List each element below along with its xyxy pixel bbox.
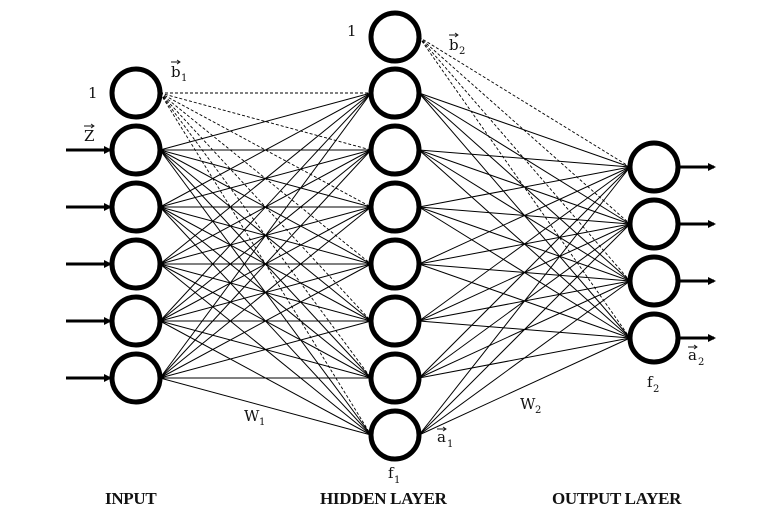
weight-edge — [418, 223, 631, 436]
hidden-node — [368, 294, 422, 348]
bias-edge — [159, 92, 372, 322]
output-layer-title: OUTPUT LAYER — [552, 489, 682, 508]
input-node — [109, 123, 163, 177]
a1-label: a 1 — [437, 426, 453, 450]
vector-arrow-icon — [84, 123, 95, 129]
bias-edge — [418, 36, 631, 168]
weight-edge — [159, 263, 372, 379]
hidden-node — [368, 180, 422, 234]
f2-subscript: 2 — [653, 384, 659, 395]
w2-subscript: 2 — [535, 405, 541, 416]
b1-subscript: 1 — [181, 73, 187, 84]
edges-group — [159, 36, 631, 436]
nodes-group — [109, 10, 681, 462]
f2-label: f 2 — [647, 373, 659, 395]
b2-letter: b — [449, 36, 459, 54]
vector-arrow-icon — [437, 426, 447, 432]
weight-edge — [418, 280, 631, 436]
input-node — [109, 180, 163, 234]
w1-letter: W — [244, 407, 260, 425]
weight-edge — [418, 166, 631, 322]
f1-subscript: 1 — [394, 475, 400, 486]
weight-edge — [418, 166, 631, 208]
input-vector-label: Z — [84, 123, 95, 145]
hidden-bias-vector-label: b 2 — [449, 32, 465, 57]
f1-letter: f — [388, 464, 395, 482]
vector-arrow-icon — [171, 59, 181, 65]
bias-edge — [159, 92, 372, 436]
input-bias-vector-label: b 1 — [171, 59, 187, 84]
input-layer-title: INPUT — [105, 489, 157, 508]
b1-letter: b — [171, 63, 181, 81]
hidden-node — [368, 408, 422, 462]
hidden-layer-title: HIDDEN LAYER — [320, 489, 448, 508]
bias-edge — [159, 92, 372, 265]
z-letter: Z — [84, 127, 94, 145]
a2-subscript: 2 — [698, 357, 704, 368]
w2-letter: W — [520, 395, 536, 413]
f2-letter: f — [647, 373, 654, 391]
input-bias-one-label: 1 — [88, 84, 98, 102]
b2-subscript: 2 — [459, 46, 465, 57]
bias-edge — [418, 36, 631, 225]
weight-edge — [418, 337, 631, 436]
hidden-bias-one-label: 1 — [347, 22, 357, 40]
weight-edge — [159, 377, 372, 436]
weight-edge — [159, 92, 372, 208]
vector-arrow-icon — [449, 32, 459, 38]
bias-edge — [159, 92, 372, 379]
a1-subscript: 1 — [447, 439, 453, 450]
input-node — [109, 294, 163, 348]
hidden-node — [368, 66, 422, 120]
weight-edge — [418, 166, 631, 436]
output-node — [627, 311, 681, 365]
bias-edge — [418, 36, 631, 282]
output-node — [627, 140, 681, 194]
hidden-bias-node — [368, 10, 422, 64]
w1-label: W 1 — [244, 407, 265, 428]
input-bias-node — [109, 66, 163, 120]
a2-letter: a — [688, 346, 697, 364]
output-node — [627, 254, 681, 308]
output-node — [627, 197, 681, 251]
hidden-node — [368, 237, 422, 291]
input-node — [109, 237, 163, 291]
w1-subscript: 1 — [259, 417, 265, 428]
w2-label: W 2 — [520, 395, 541, 416]
bias-edge — [418, 36, 631, 339]
a2-label: a 2 — [688, 344, 704, 368]
input-node — [109, 351, 163, 405]
a1-letter: a — [437, 428, 446, 446]
weight-edge — [418, 166, 631, 265]
vector-arrow-icon — [688, 344, 698, 350]
f1-label: f 1 — [388, 464, 400, 486]
arrows-group — [66, 146, 716, 382]
hidden-node — [368, 123, 422, 177]
weight-edge — [418, 166, 631, 379]
hidden-node — [368, 351, 422, 405]
bias-edge — [159, 92, 372, 151]
weight-edge — [159, 92, 372, 151]
